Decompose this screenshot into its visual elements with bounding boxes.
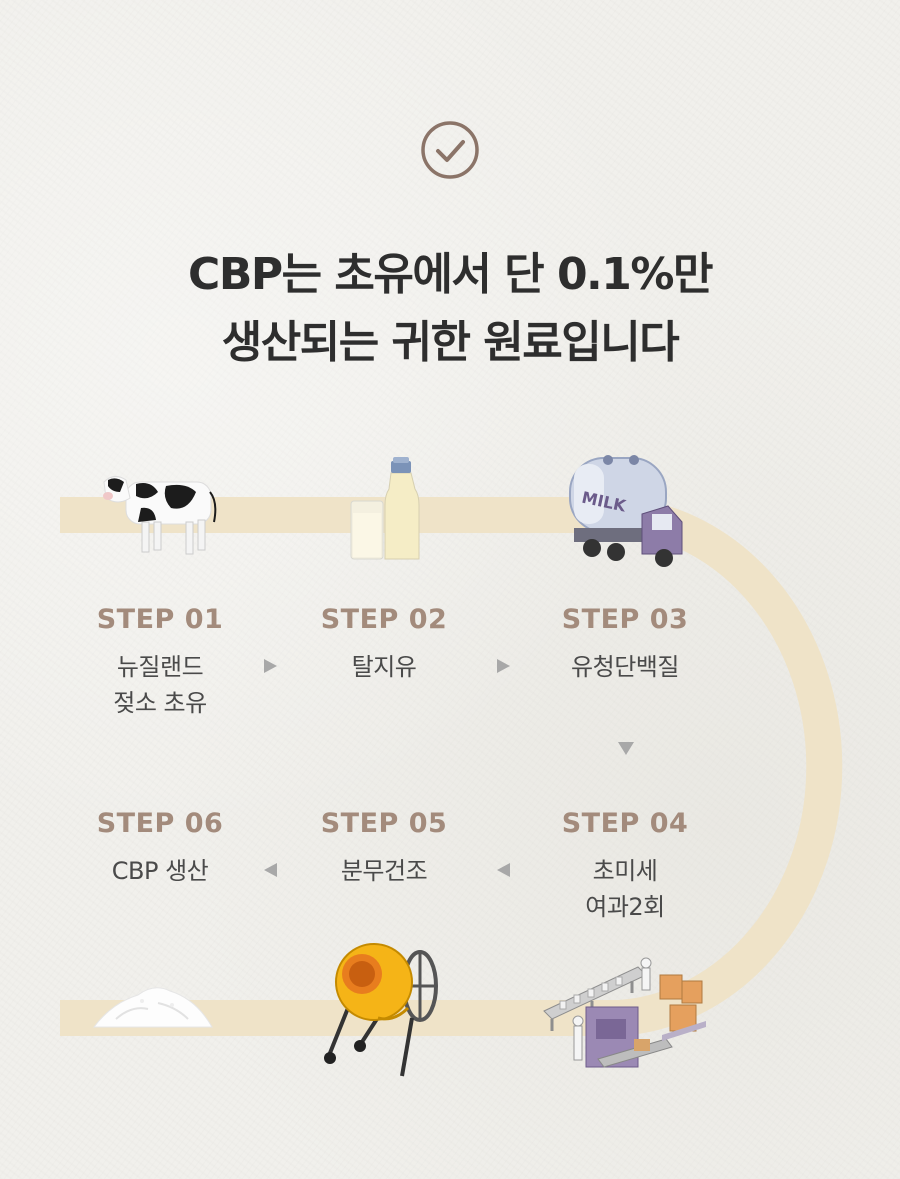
- arrow-left-icon: [264, 863, 277, 877]
- step-02-label: STEP 02: [320, 604, 448, 635]
- step-02-desc-line1: 탈지유: [351, 653, 417, 681]
- step-04-desc-line1: 초미세: [592, 857, 658, 885]
- step-06-desc-line1: CBP 생산: [111, 857, 209, 885]
- headline-line2: 생산되는 귀한 원료입니다: [221, 317, 680, 368]
- powder-pile-icon: [92, 987, 213, 1028]
- cow-icon: [103, 476, 217, 555]
- step-03-desc-line1: 유청단백질: [571, 653, 679, 681]
- arrow-left-icon: [497, 863, 510, 877]
- check-circle-icon: [421, 121, 479, 179]
- milk-bottle-icon: [350, 457, 420, 560]
- arrow-right-icon: [264, 659, 277, 673]
- mixer-drum-icon: [324, 943, 438, 1077]
- step-05-label: STEP 05: [320, 808, 448, 839]
- arrow-down-icon: [618, 742, 634, 755]
- arrow-right-icon: [497, 659, 510, 673]
- step-06-label: STEP 06: [96, 808, 224, 839]
- step-04-label: STEP 04: [561, 808, 689, 839]
- milk-truck-icon: MILK: [569, 455, 683, 567]
- step-01-label: STEP 01: [96, 604, 224, 635]
- factory-line-icon: [543, 957, 706, 1068]
- step-03-label: STEP 03: [561, 604, 689, 635]
- step-01-desc-line1: 뉴질랜드: [116, 653, 204, 681]
- step-01-desc-line2: 젖소 초유: [113, 689, 207, 717]
- step-05-desc-line1: 분무건조: [340, 857, 428, 885]
- headline-line1: CBP는 초유에서 단 0.1%만: [188, 249, 713, 300]
- step-04-desc-line2: 여과2회: [585, 893, 665, 921]
